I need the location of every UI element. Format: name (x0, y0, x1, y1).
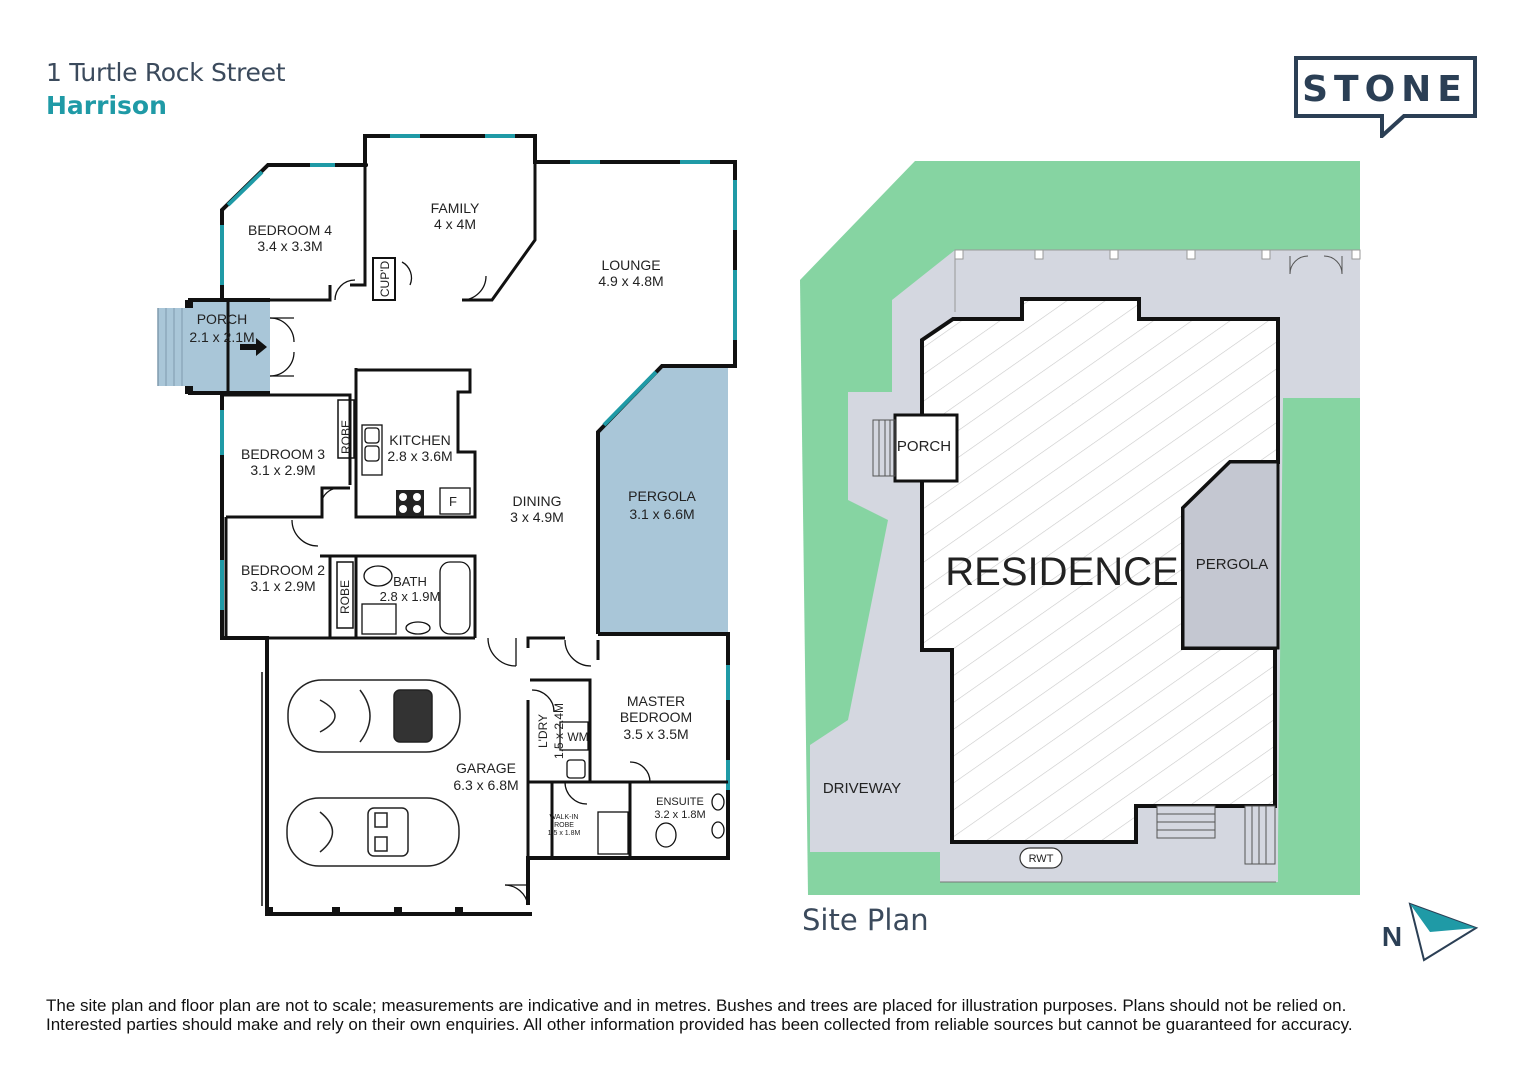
address-suburb: Harrison (46, 91, 167, 120)
laundry-label: L'DRY (536, 714, 550, 748)
walkin-robe-label: ROBE (554, 822, 574, 829)
driveway-label: DRIVEWAY (823, 780, 901, 797)
site-plan-title: Site Plan (802, 903, 929, 937)
room-ensuite-size: 3.2 x 1.8M (654, 809, 705, 821)
room-porch-name: PORCH (197, 311, 248, 327)
rwt-label: RWT (1029, 853, 1054, 865)
car-bottom (286, 797, 460, 867)
north-label: N (1382, 921, 1402, 952)
room-kitchen-name: KITCHEN (389, 432, 450, 448)
room-ensuite-name: ENSUITE (656, 796, 704, 808)
room-bedroom4-size: 3.4 x 3.3M (257, 238, 322, 254)
cupboard-label: CUP'D (378, 261, 392, 298)
site-pergola-label: PERGOLA (1196, 556, 1269, 573)
room-bedroom3-size: 3.1 x 2.9M (250, 462, 315, 478)
logo-text: STONE (1302, 69, 1468, 110)
room-bedroom2-size: 3.1 x 2.9M (250, 578, 315, 594)
room-garage-size: 6.3 x 6.8M (453, 777, 518, 793)
disclaimer-line2: Interested parties should make and rely … (46, 1015, 1353, 1034)
room-pergola-name: PERGOLA (628, 488, 696, 504)
floor-plan: BEDROOM 4 3.4 x 3.3M FAMILY 4 x 4M LOUNG… (157, 134, 737, 916)
room-family-size: 4 x 4M (434, 216, 476, 232)
stone-logo: STONE (1294, 56, 1477, 138)
room-labels: BEDROOM 4 3.4 x 3.3M FAMILY 4 x 4M LOUNG… (189, 200, 705, 837)
laundry-size: 1.5 x 2.4M (552, 703, 566, 759)
room-bedroom2-name: BEDROOM 2 (241, 562, 325, 578)
room-lounge-name: LOUNGE (601, 257, 660, 273)
disclaimer: The site plan and floor plan are not to … (46, 996, 1496, 1034)
room-lounge-size: 4.9 x 4.8M (598, 273, 663, 289)
room-bedroom3-name: BEDROOM 3 (241, 446, 325, 462)
room-bedroom4-name: BEDROOM 4 (248, 222, 332, 238)
residence-label: RESIDENCE (945, 550, 1178, 594)
room-master-name: MASTER (627, 693, 685, 709)
disclaimer-line1: The site plan and floor plan are not to … (46, 996, 1347, 1015)
north-arrow-icon: N (1382, 902, 1479, 962)
room-master-size: 3.5 x 3.5M (623, 726, 688, 742)
room-master-name2: BEDROOM (620, 709, 692, 725)
fridge-label: F (449, 494, 457, 509)
room-bath-size: 2.8 x 1.9M (380, 589, 441, 604)
room-bath-name: BATH (393, 574, 427, 589)
walkin-size: 1.5 x 1.8M (548, 830, 581, 837)
porch-area (158, 300, 270, 393)
pergola-area (598, 366, 728, 634)
room-porch-size: 2.1 x 2.1M (189, 329, 254, 345)
car-top (287, 679, 461, 753)
room-pergola-size: 3.1 x 6.6M (629, 506, 694, 522)
robe-label-bed3: ROBE (339, 420, 353, 454)
washing-machine-label: WM (567, 730, 588, 744)
site-porch-label: PORCH (897, 438, 951, 455)
address-street: 1 Turtle Rock Street (46, 58, 286, 87)
entry-arrow (240, 338, 267, 356)
room-dining-name: DINING (513, 493, 562, 509)
robe-label-bed2: ROBE (338, 580, 352, 614)
room-family-name: FAMILY (431, 200, 480, 216)
site-porch (893, 413, 959, 483)
site-plan: RWT RESIDENCE PORCH PERGOLA DRIVEWAY (800, 161, 1361, 895)
room-dining-size: 3 x 4.9M (510, 509, 564, 525)
room-garage-name: GARAGE (456, 760, 516, 776)
room-kitchen-size: 2.8 x 3.6M (387, 448, 452, 464)
walkin-label: WALK-IN (550, 814, 579, 821)
site-pergola (1181, 460, 1280, 650)
